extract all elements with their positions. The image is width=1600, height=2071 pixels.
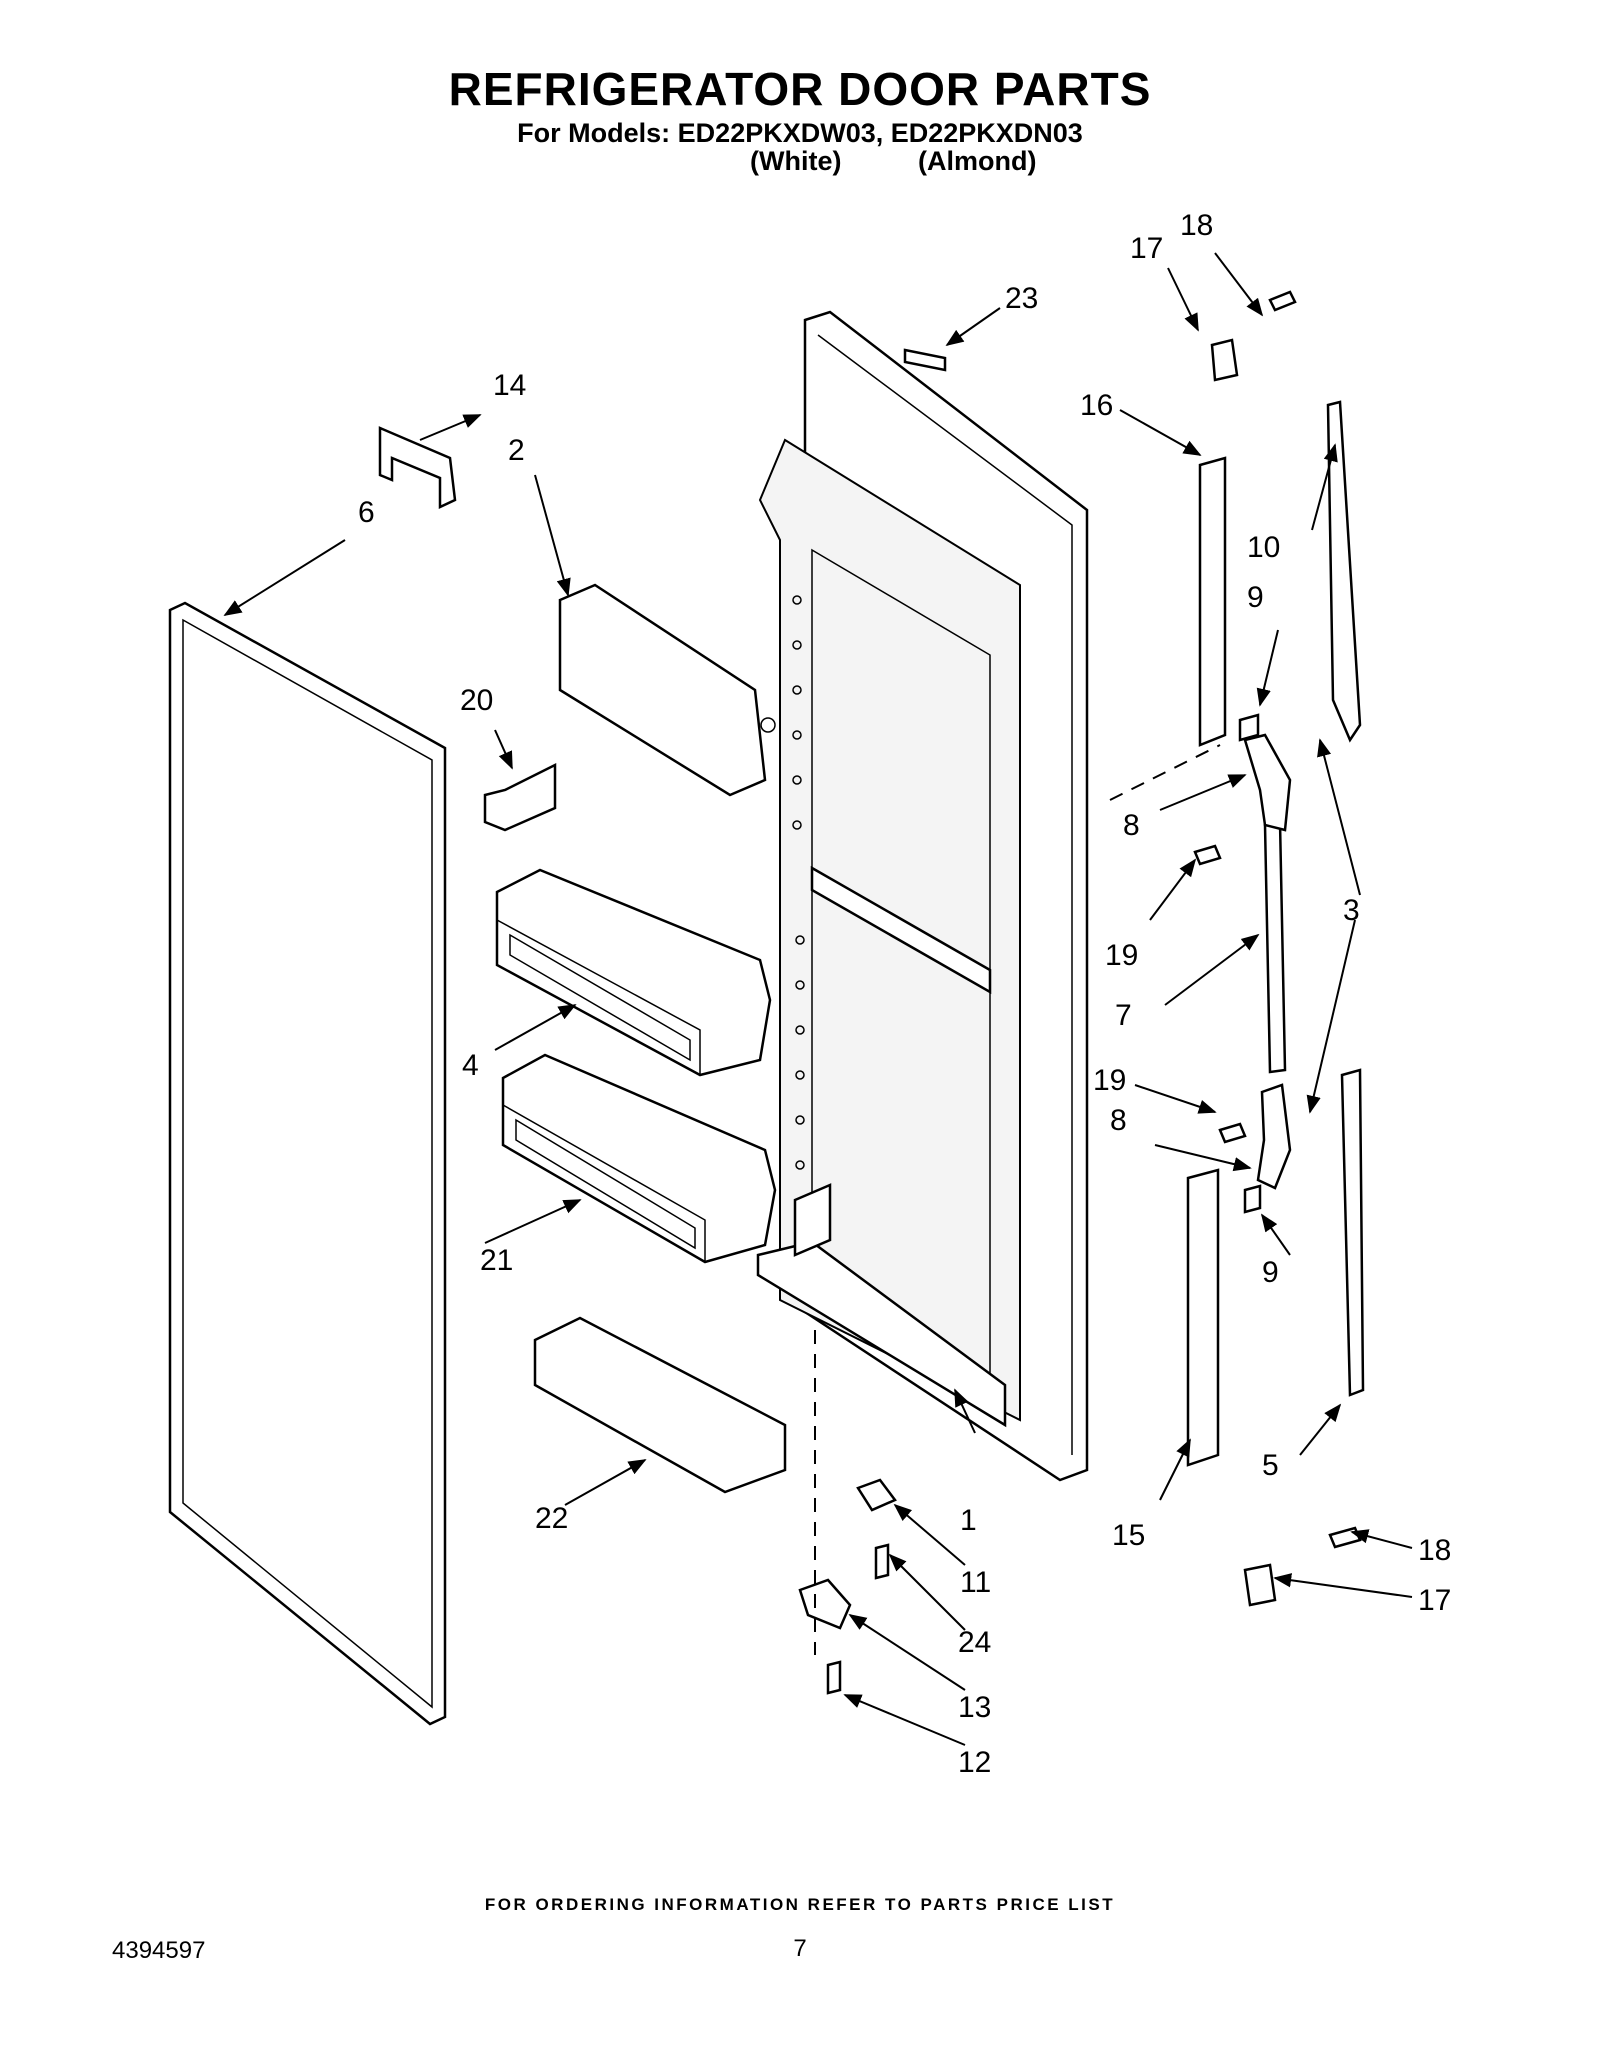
models-line: For Models: ED22PKXDW03, ED22PKXDN03 bbox=[517, 118, 1083, 148]
callout-13: 13 bbox=[958, 1691, 991, 1724]
leader-17b bbox=[1273, 1573, 1413, 1598]
leader-6 bbox=[223, 539, 346, 616]
callout-8b: 8 bbox=[1110, 1104, 1127, 1137]
callout-3: 3 bbox=[1343, 894, 1360, 927]
callout-12: 12 bbox=[958, 1746, 991, 1779]
page-number: 7 bbox=[793, 1935, 807, 1962]
leader-12 bbox=[843, 1694, 966, 1746]
leader-9b bbox=[1260, 1213, 1291, 1256]
part-9-upper-clip bbox=[1238, 713, 1260, 742]
callout-9a: 9 bbox=[1247, 581, 1264, 614]
part-21-door-bin bbox=[501, 1053, 777, 1264]
part-11-bracket bbox=[856, 1478, 897, 1512]
callout-10: 10 bbox=[1247, 531, 1280, 564]
leader-lines bbox=[223, 252, 1413, 1746]
callout-2: 2 bbox=[508, 434, 525, 467]
callout-23: 23 bbox=[1005, 282, 1038, 315]
leader-4 bbox=[494, 1004, 577, 1051]
part-10-trim bbox=[1326, 400, 1362, 743]
part-16-hinge-cover bbox=[1198, 456, 1227, 747]
leader-5 bbox=[1299, 1403, 1342, 1456]
callout-6: 6 bbox=[358, 496, 375, 529]
variant-white: (White) bbox=[750, 146, 842, 176]
leader-8b bbox=[1154, 1144, 1252, 1172]
callout-5: 5 bbox=[1262, 1449, 1279, 1482]
callout-1: 1 bbox=[960, 1504, 977, 1537]
part-19-upper-screw bbox=[1193, 844, 1222, 866]
callout-24: 24 bbox=[958, 1626, 991, 1659]
callout-4: 4 bbox=[462, 1049, 479, 1082]
variant-almond: (Almond) bbox=[918, 146, 1037, 176]
leader-19a bbox=[1149, 858, 1197, 921]
callout-18b: 18 bbox=[1418, 1534, 1451, 1567]
leader-3-up bbox=[1317, 738, 1361, 896]
part-12-screw bbox=[826, 1660, 842, 1695]
leader-17a bbox=[1167, 267, 1199, 332]
part-4-door-bin bbox=[495, 868, 772, 1077]
page-title: REFRIGERATOR DOOR PARTS bbox=[448, 63, 1152, 115]
part-15-hinge-cover bbox=[1186, 1168, 1220, 1467]
callout-17a: 17 bbox=[1130, 232, 1163, 265]
callout-16: 16 bbox=[1080, 389, 1113, 422]
part-13-lower-hinge bbox=[798, 1578, 852, 1630]
part-9-lower-clip bbox=[1243, 1184, 1262, 1214]
callout-11: 11 bbox=[960, 1566, 991, 1599]
part-17-lower-hinge-block bbox=[1243, 1563, 1277, 1607]
leader-24 bbox=[888, 1553, 966, 1631]
part-door-assembly bbox=[756, 310, 1089, 1482]
callout-18a: 18 bbox=[1180, 209, 1213, 242]
leader-15 bbox=[1159, 1438, 1191, 1501]
part-20-clip bbox=[483, 762, 557, 832]
part-5-trim bbox=[1340, 1068, 1365, 1397]
leader-19b bbox=[1134, 1084, 1217, 1114]
leader-18a bbox=[1214, 252, 1264, 317]
leader-22 bbox=[564, 1459, 647, 1506]
part-7-trim bbox=[1263, 820, 1287, 1074]
part-22-door-shelf bbox=[533, 1316, 787, 1494]
leader-16 bbox=[1119, 409, 1202, 456]
callout-19a: 19 bbox=[1105, 939, 1138, 972]
leader-9a bbox=[1256, 629, 1279, 707]
part-18-upper-screw bbox=[1268, 290, 1297, 312]
callout-14: 14 bbox=[493, 369, 526, 402]
part-door-gasket bbox=[168, 601, 447, 1726]
callout-15: 15 bbox=[1112, 1519, 1145, 1552]
part-18-lower-screw bbox=[1328, 1526, 1362, 1549]
document-number: 4394597 bbox=[112, 1937, 206, 1964]
ordering-note: FOR ORDERING INFORMATION REFER TO PARTS … bbox=[484, 1895, 1116, 1914]
callout-22: 22 bbox=[535, 1502, 568, 1535]
leader-1 bbox=[954, 1388, 976, 1434]
callout-9b: 9 bbox=[1262, 1256, 1279, 1289]
leader-10 bbox=[1311, 443, 1338, 531]
part-8-upper-hinge bbox=[1243, 733, 1292, 832]
callout-7: 7 bbox=[1115, 999, 1132, 1032]
callout-21: 21 bbox=[480, 1244, 513, 1277]
leader-14 bbox=[419, 414, 482, 441]
callout-20: 20 bbox=[460, 684, 493, 717]
leader-18b bbox=[1350, 1529, 1413, 1549]
part-dairy-door bbox=[558, 583, 776, 797]
leader-2 bbox=[534, 474, 571, 597]
leader-20 bbox=[494, 729, 513, 770]
callout-8a: 8 bbox=[1123, 809, 1140, 842]
leader-8a bbox=[1159, 774, 1247, 811]
leader-7 bbox=[1164, 933, 1260, 1006]
part-17-upper-hinge-block bbox=[1210, 338, 1239, 382]
leader-3-down bbox=[1306, 919, 1356, 1114]
part-24-screw bbox=[874, 1543, 890, 1580]
part-14-bracket bbox=[378, 426, 457, 509]
part-19-lower-screw bbox=[1218, 1122, 1247, 1144]
callout-17b: 17 bbox=[1418, 1584, 1451, 1617]
callout-19b: 19 bbox=[1093, 1064, 1126, 1097]
part-23-badge bbox=[903, 348, 947, 372]
part-8-lower-hinge bbox=[1256, 1083, 1292, 1190]
leader-11 bbox=[893, 1503, 966, 1566]
leader-23 bbox=[945, 307, 1001, 347]
leader-21 bbox=[484, 1199, 582, 1244]
leader-13 bbox=[848, 1614, 966, 1691]
callout-labels: 1 2 3 4 5 6 7 8 8 9 9 10 11 12 13 14 15 … bbox=[358, 209, 1451, 1779]
